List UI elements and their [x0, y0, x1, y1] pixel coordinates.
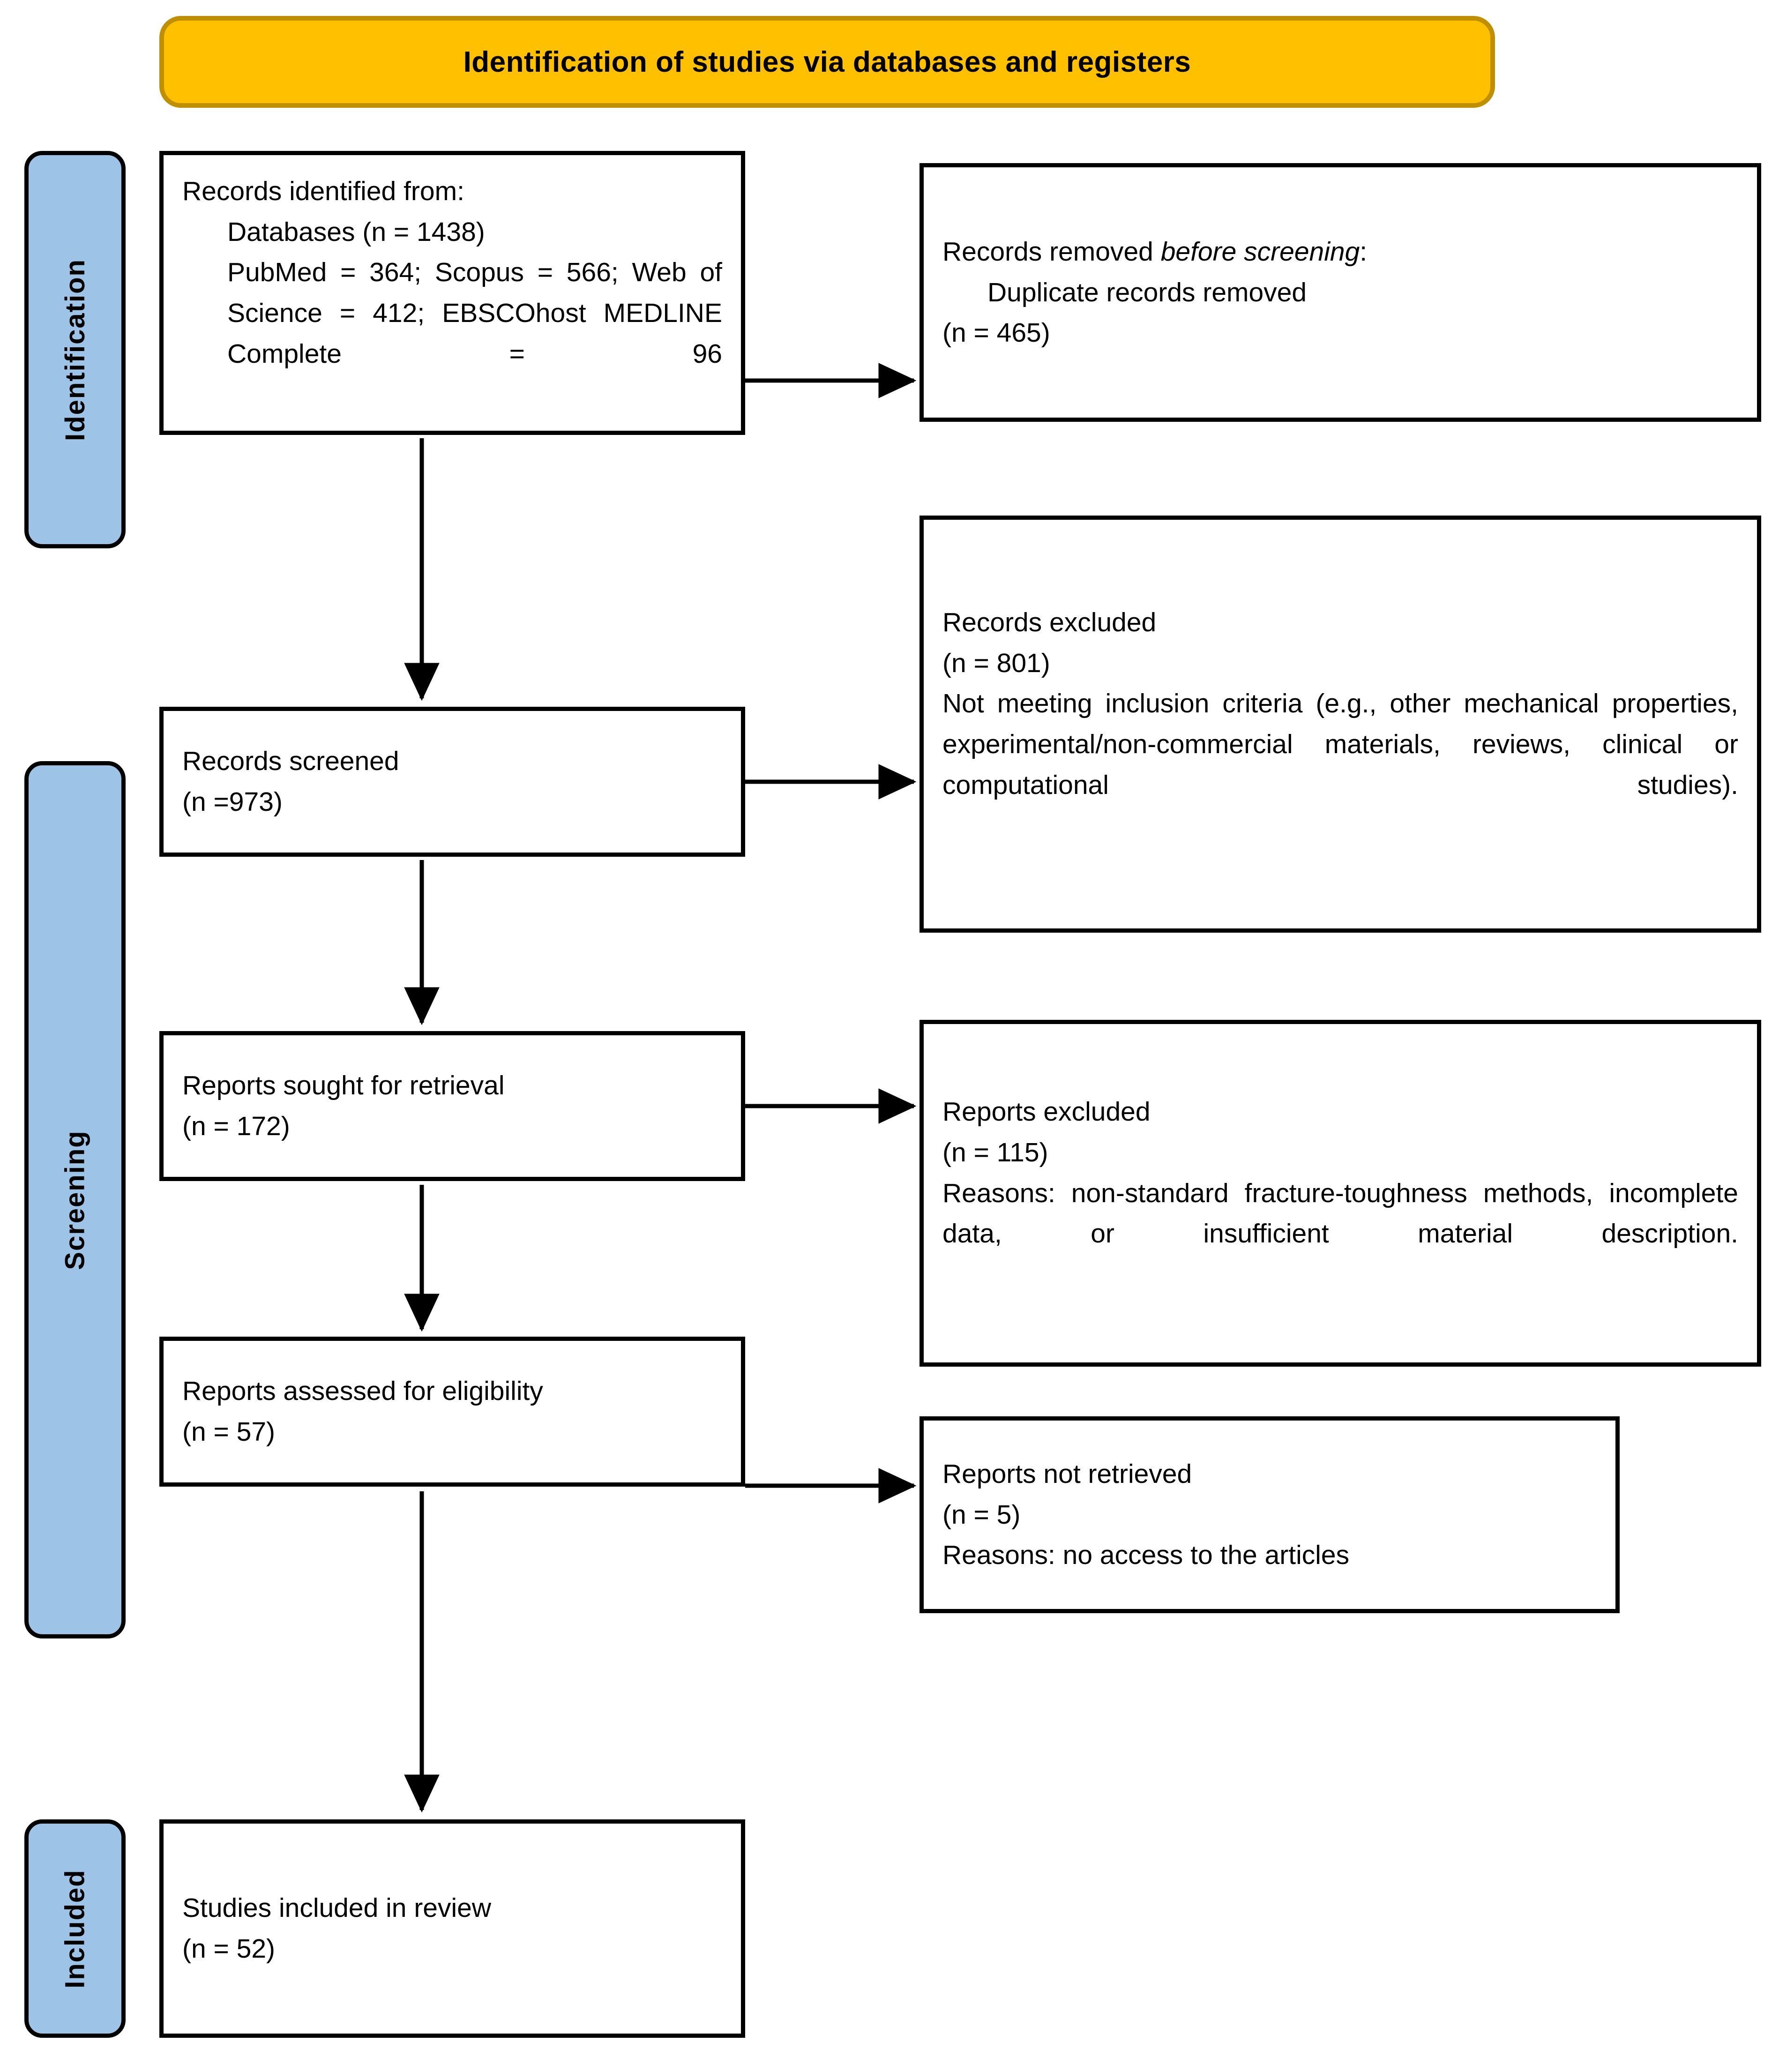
- phase-bar-identification: Identification: [24, 151, 126, 548]
- records-removed-heading-prefix: Records removed: [942, 237, 1161, 267]
- records-excluded-heading: Records excluded: [942, 607, 1157, 638]
- records-identified-heading: Records identified from:: [182, 176, 464, 207]
- reports-not-retrieved-count: (n = 5): [942, 1499, 1021, 1530]
- reports-excluded-count: (n = 115): [942, 1137, 1048, 1168]
- phase-bar-included: Included: [24, 1819, 126, 2038]
- box-records-screened: Records screened (n =973): [159, 707, 745, 857]
- records-removed-heading-suffix: :: [1360, 237, 1368, 267]
- records-removed-count: (n = 465): [942, 318, 1050, 348]
- phase-bar-screening: Screening: [24, 761, 126, 1638]
- records-removed-heading-italic: before screening: [1160, 237, 1360, 267]
- box-reports-excluded: Reports excluded (n = 115) Reasons: non-…: [919, 1020, 1761, 1367]
- reports-sought-heading: Reports sought for retrieval: [182, 1070, 505, 1101]
- records-removed-heading: Records removed before screening:: [942, 232, 1738, 272]
- records-removed-duplicates: Duplicate records removed: [987, 277, 1307, 307]
- records-excluded-count: (n = 801): [942, 648, 1050, 678]
- reports-assessed-count: (n = 57): [182, 1417, 276, 1447]
- studies-included-heading: Studies included in review: [182, 1893, 492, 1923]
- box-studies-included-in-review: Studies included in review (n = 52): [159, 1819, 745, 2038]
- reports-sought-count: (n = 172): [182, 1111, 290, 1141]
- phase-label-screening: Screening: [60, 1130, 90, 1270]
- box-records-identified: Records identified from: Databases (n = …: [159, 151, 745, 435]
- reports-excluded-heading: Reports excluded: [942, 1097, 1151, 1127]
- box-reports-sought-for-retrieval: Reports sought for retrieval (n = 172): [159, 1031, 745, 1181]
- box-records-excluded: Records excluded (n = 801) Not meeting i…: [919, 516, 1761, 933]
- records-excluded-reasons: Not meeting inclusion criteria (e.g., ot…: [942, 688, 1738, 800]
- phase-label-identification: Identification: [60, 258, 90, 441]
- reports-not-retrieved-heading: Reports not retrieved: [942, 1459, 1192, 1489]
- box-records-removed-before-screening: Records removed before screening: Duplic…: [919, 163, 1761, 422]
- records-screened-count: (n =973): [182, 787, 283, 817]
- diagram-title: Identification of studies via databases …: [463, 45, 1191, 78]
- reports-assessed-heading: Reports assessed for eligibility: [182, 1376, 543, 1406]
- records-identified-sources: PubMed = 364; Scopus = 566; Web of Scien…: [227, 257, 722, 369]
- diagram-title-banner: Identification of studies via databases …: [159, 16, 1495, 108]
- records-screened-heading: Records screened: [182, 746, 399, 777]
- box-reports-assessed-for-eligibility: Reports assessed for eligibility (n = 57…: [159, 1337, 745, 1487]
- studies-included-count: (n = 52): [182, 1934, 276, 1964]
- reports-not-retrieved-reasons: Reasons: no access to the articles: [942, 1540, 1350, 1571]
- records-identified-databases: Databases (n = 1438): [227, 217, 485, 247]
- box-reports-not-retrieved: Reports not retrieved (n = 5) Reasons: n…: [919, 1416, 1620, 1613]
- phase-label-included: Included: [60, 1869, 90, 1989]
- reports-excluded-reasons: Reasons: non-standard fracture-toughness…: [942, 1178, 1738, 1249]
